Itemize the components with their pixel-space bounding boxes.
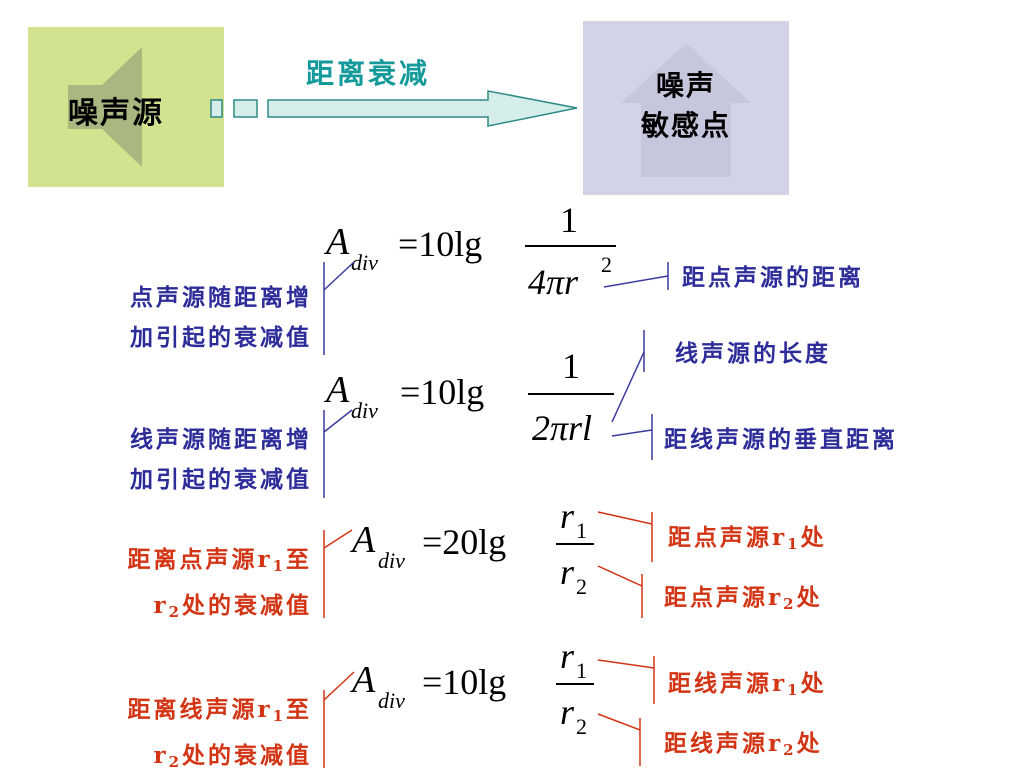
formula-subscript: div [378,688,405,713]
formula-denominator: 2πrl [532,408,592,448]
label-line: r2处的衰减值 [153,742,312,771]
label-point-source-r2: 距点声源r2处 [664,584,823,613]
formula-denominator-subscript: 2 [576,714,587,739]
callout-leader [323,409,353,433]
formula-line-r1-r2: A div =10lg r 1 r 2 [349,636,594,739]
distance-attenuation-label: 距离衰减 [306,57,431,90]
formula-numerator: r [560,496,575,536]
formula-symbol: A [323,221,350,263]
label-line: 点声源随距离增 [130,284,312,311]
formula-numerator: r [560,636,575,676]
formula-denominator: r [560,692,575,732]
formula-line-source: A div =10lg 1 2πrl [323,346,614,448]
formula-equals: =20lg [422,522,506,562]
noise-source-box [28,27,224,187]
label-point-source-attenuation: 点声源随距离增 加引起的衰减值 [40,278,312,358]
formula-subscript: div [351,250,378,275]
label-line: r2处的衰减值 [153,592,312,621]
noise-source-label: 噪声源 [68,96,164,131]
callout-leader [323,529,353,549]
formula-point-r1-r2: A div =20lg r 1 r 2 [349,496,594,599]
callout-leader [597,659,655,669]
callout-leader [603,275,669,288]
callout-leader [597,713,641,731]
label-line: 距离点声源r1至 [127,546,312,575]
formula-symbol: A [349,659,376,701]
formula-subscript: div [378,548,405,573]
label-line: 加引起的衰减值 [130,466,312,493]
receiver-label-line2: 敏感点 [640,109,731,142]
formula-equals: =10lg [422,662,506,702]
label-line-source-length: 线声源的长度 [675,340,831,367]
callout-leader [323,671,355,701]
receiver-box [583,21,789,195]
house-icon [621,43,751,177]
label-line: 加引起的衰减值 [130,324,312,351]
formula-numerator-subscript: 1 [576,518,587,543]
callout-leader [597,511,653,525]
label-perpendicular-distance-line-source: 距线声源的垂直距离 [664,426,898,453]
callout-leader [611,351,645,423]
label-line-source-attenuation: 线声源随距离增 加引起的衰减值 [40,420,312,500]
callout-leader [597,565,643,587]
formula-denominator: 4πr [528,262,579,302]
label-line-r1-r2-attenuation: 距离线声源r1至 r2处的衰减值 [40,690,312,782]
label-point-source-r1: 距点声源r1处 [668,524,827,553]
formula-denominator-exponent: 2 [601,252,612,277]
label-distance-to-point-source: 距点声源的距离 [682,264,864,291]
formula-subscript: div [351,398,378,423]
label-line-source-r1: 距线声源r1处 [668,670,827,699]
formula-denominator: r [560,552,575,592]
callout-leader [323,261,355,291]
formula-equals: =10lg [398,224,482,264]
formula-symbol: A [323,369,350,411]
speaker-icon [68,47,142,167]
formula-numerator-subscript: 1 [576,658,587,683]
label-line-source-r2: 距线声源r2处 [664,730,823,759]
receiver-label: 噪声 敏感点 [583,66,789,146]
receiver-label-line1: 噪声 [655,69,716,102]
formula-numerator: 1 [560,200,578,240]
formula-numerator: 1 [562,346,580,386]
label-line: 线声源随距离增 [130,426,312,453]
callout-leader [611,429,653,437]
label-point-r1-r2-attenuation: 距离点声源r1至 r2处的衰减值 [40,540,312,632]
formula-symbol: A [349,519,376,561]
formula-point-source: A div =10lg 1 4πr 2 [323,200,616,302]
formula-denominator-subscript: 2 [576,574,587,599]
formula-equals: =10lg [400,372,484,412]
distance-arrow [210,90,578,127]
label-line: 距离线声源r1至 [127,696,312,725]
